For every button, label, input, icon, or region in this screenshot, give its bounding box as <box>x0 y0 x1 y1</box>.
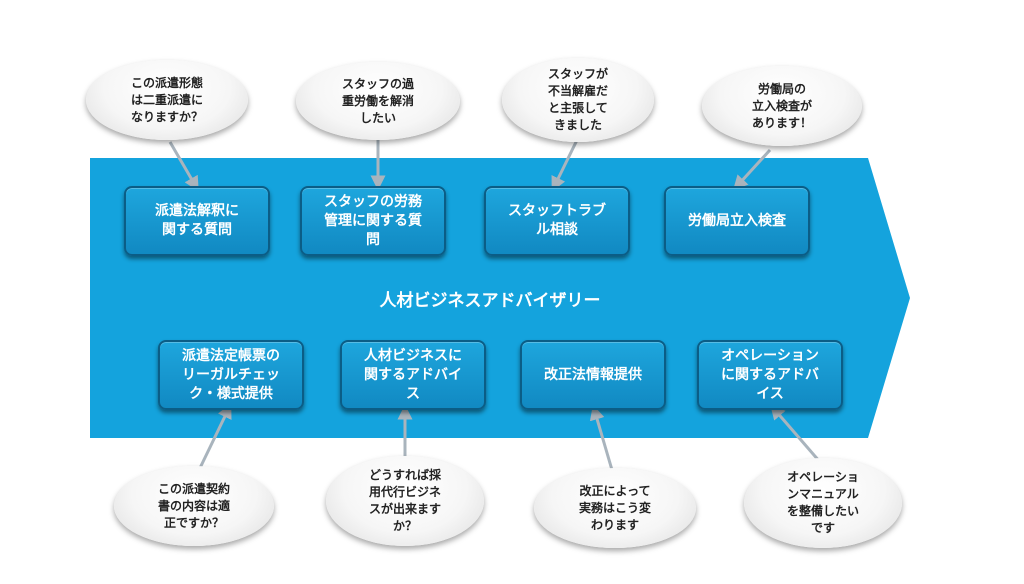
question-bubble-top-1: この派遣形態 は二重派遣に なりますか？ <box>86 60 248 140</box>
bubble-text: スタッフが 不当解雇だ と主張して きました <box>547 67 608 132</box>
bubble-text: オペレーショ ンマニュアル を整備したい です <box>786 470 859 535</box>
service-label: 改正法情報提供 <box>544 366 642 383</box>
service-box-bottom-2: 人材ビジネスに 関するアドバイ ス <box>340 340 486 410</box>
connector-top-4 <box>732 148 772 191</box>
question-bubble-top-4: 労働局の 立入検査が あります！ <box>702 66 862 146</box>
service-box-bottom-4: オペレーション に関するアドバ イス <box>697 340 843 410</box>
service-label: 人材ビジネスに 関するアドバイ ス <box>364 347 462 402</box>
service-box-bottom-3: 改正法情報提供 <box>520 340 666 410</box>
service-label: スタッフの労務 管理に関する質 問 <box>324 193 422 248</box>
service-box-top-1: 派遣法解釈に 関する質問 <box>124 186 270 256</box>
connector-top-3 <box>551 137 580 192</box>
question-bubble-bottom-2: どうすれば採 用代行ビジネ スが出来ます か？ <box>326 456 484 546</box>
connector-bottom-3 <box>589 404 614 471</box>
connector-top-1 <box>168 141 199 192</box>
bubble-text: 労働局の 立入検査が あります！ <box>751 81 812 130</box>
service-label: スタッフトラブ ル相談 <box>508 203 606 238</box>
service-box-top-4: 労働局立入検査 <box>664 186 810 256</box>
service-box-top-2: スタッフの労務 管理に関する質 問 <box>300 186 446 256</box>
connector-bottom-4 <box>770 404 822 463</box>
bubble-text: スタッフの過 重労働を解消 したい <box>341 76 414 125</box>
bubble-text: 改正によって 実務はこう変 わります <box>578 483 651 532</box>
question-bubble-bottom-1: この派遣契約 書の内容は適 正ですか？ <box>114 466 274 546</box>
service-label: 派遣法定帳票の リーガルチェッ ク・様式提供 <box>182 347 280 402</box>
connector-bottom-1 <box>198 403 232 469</box>
question-bubble-top-3: スタッフが 不当解雇だ と主張して きました <box>502 58 654 142</box>
bubble-text: この派遣契約 書の内容は適 正ですか？ <box>157 481 230 530</box>
question-bubble-bottom-4: オペレーショ ンマニュアル を整備したい です <box>744 458 902 548</box>
service-box-bottom-1: 派遣法定帳票の リーガルチェッ ク・様式提供 <box>158 340 304 410</box>
bubble-text: どうすれば採 用代行ビジネ スが出来ます か？ <box>368 468 441 533</box>
service-label: オペレーション に関するアドバ イス <box>721 347 819 402</box>
service-label: 派遣法解釈に 関する質問 <box>155 203 239 238</box>
bubble-text: この派遣形態 は二重派遣に なりますか？ <box>130 75 203 124</box>
center-title: 人材ビジネスアドバイザリー <box>379 291 601 311</box>
question-bubble-top-2: スタッフの過 重労働を解消 したい <box>296 62 460 140</box>
service-box-top-3: スタッフトラブ ル相談 <box>484 186 630 256</box>
service-label: 労働局立入検査 <box>688 212 786 229</box>
question-bubble-bottom-3: 改正によって 実務はこう変 わります <box>534 468 696 548</box>
